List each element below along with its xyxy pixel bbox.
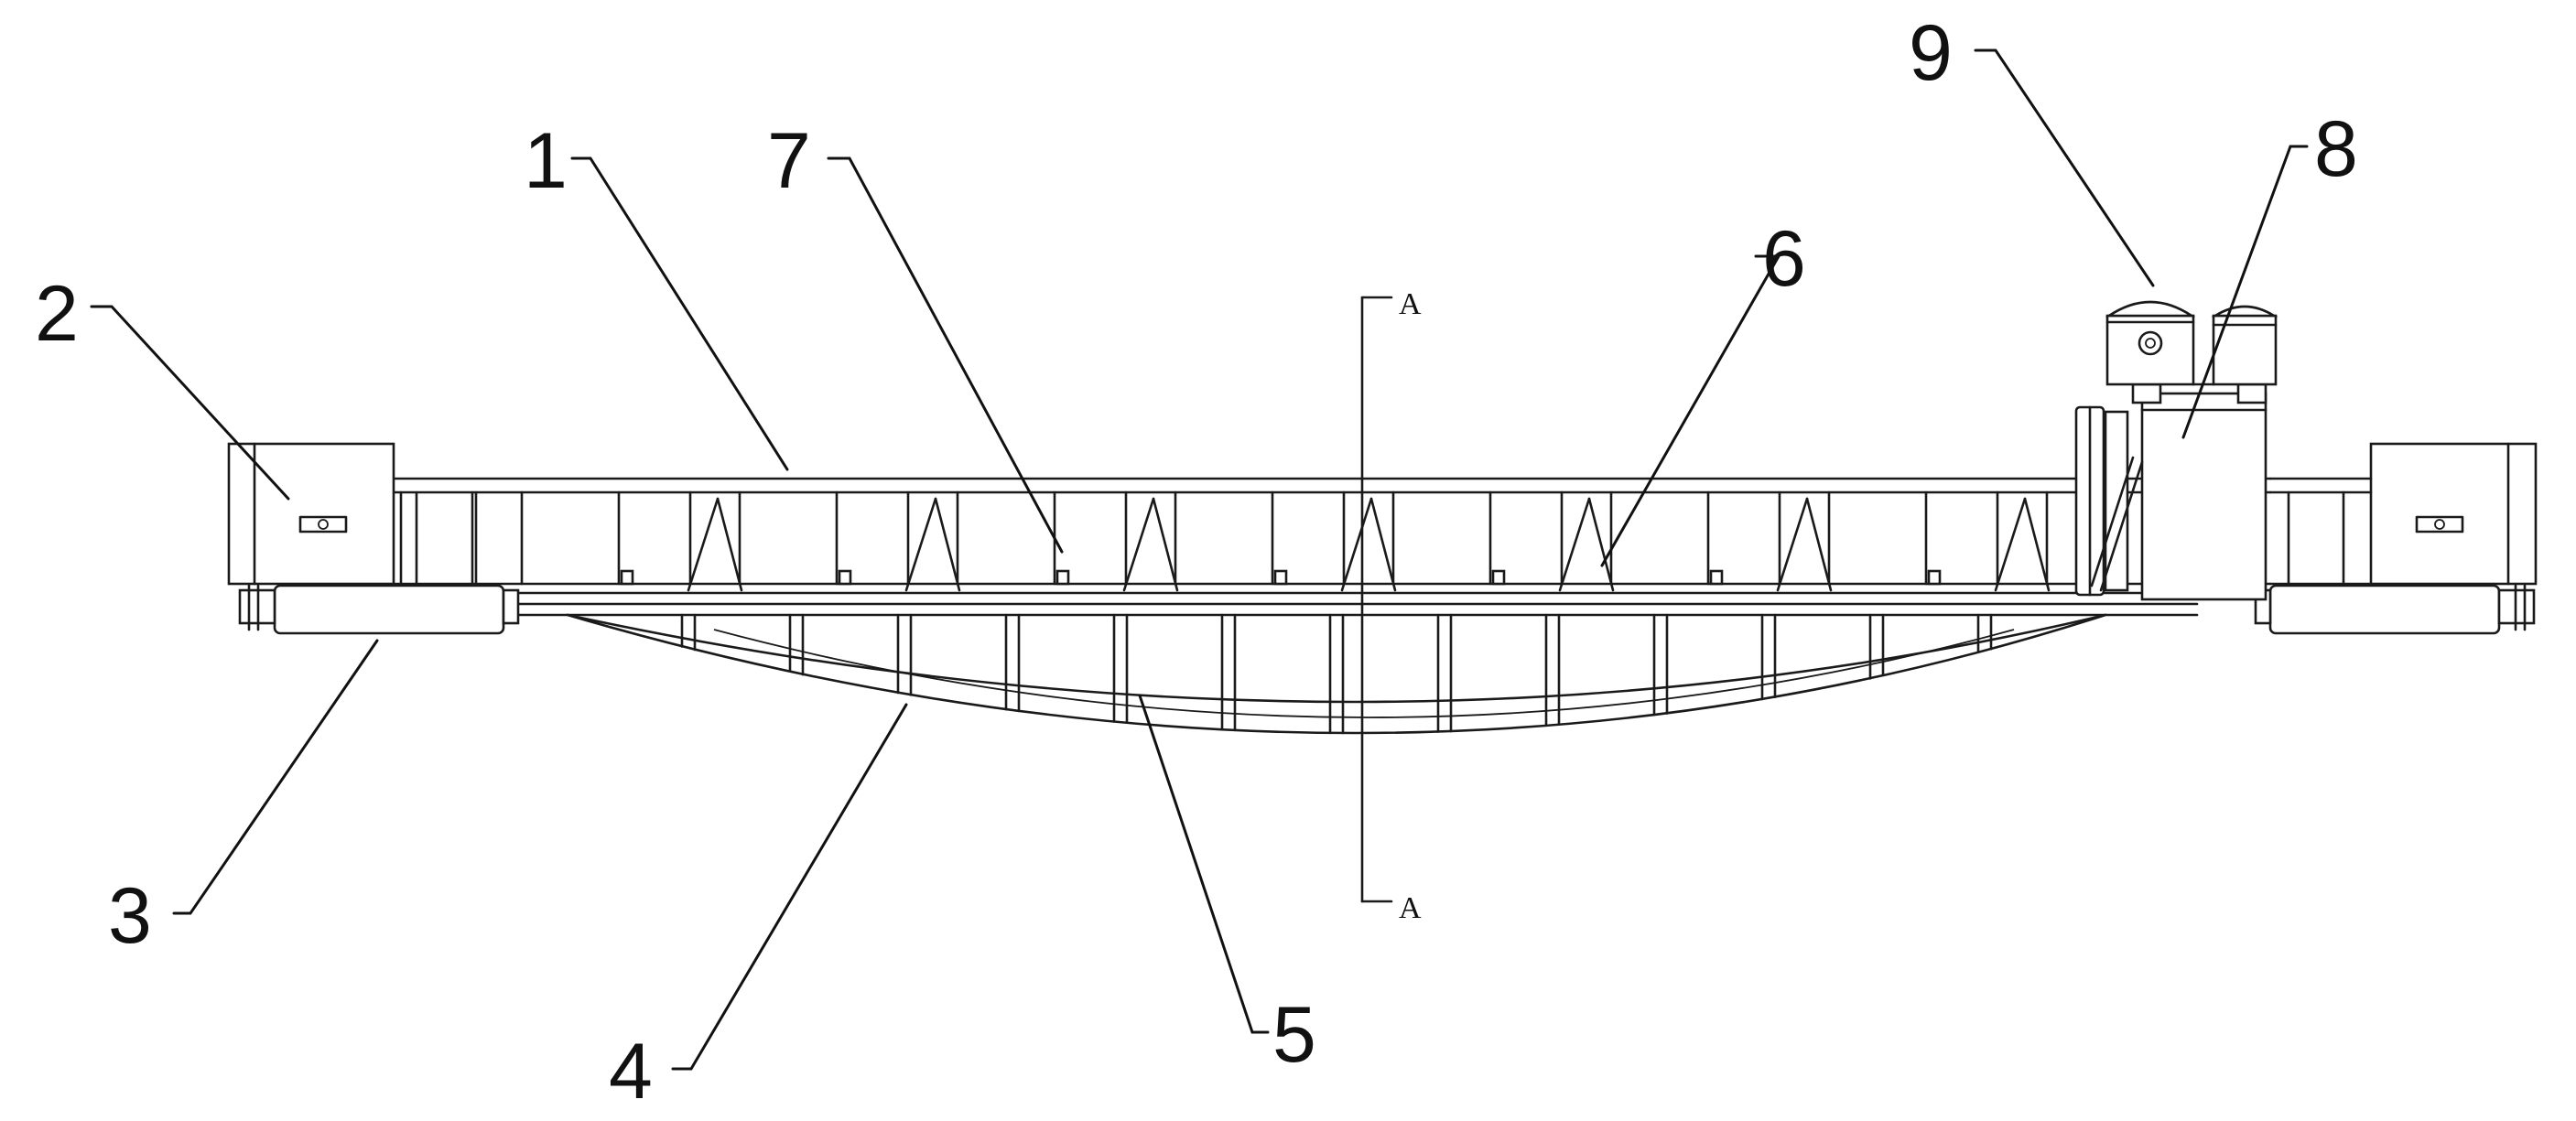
- truss-diagonal: [716, 497, 743, 592]
- rail-stud: [1491, 569, 1506, 586]
- section-label-bottom: A: [1399, 891, 1422, 925]
- truss-diagonal: [1340, 497, 1373, 592]
- drive-unit: [2074, 383, 2268, 601]
- rail-stud: [1709, 569, 1724, 586]
- arch-verticals: [680, 613, 1993, 735]
- left-end-carriage: [227, 442, 520, 635]
- truss-diagonal: [687, 497, 720, 592]
- truss-diagonal: [1122, 497, 1155, 592]
- rail-studs: [620, 569, 1942, 586]
- rail-stud: [1273, 569, 1288, 586]
- rail-stud: [1927, 569, 1942, 586]
- rail-stud: [1055, 569, 1070, 586]
- truss-diagonal: [1994, 497, 2027, 592]
- truss-diagonal: [1558, 497, 1591, 592]
- truss-diagonals: [687, 497, 2051, 592]
- rail-stud: [620, 569, 634, 586]
- part-label-6: 6: [1762, 215, 1806, 303]
- truss-diagonal: [1369, 497, 1397, 592]
- truss-diagonal: [1152, 497, 1179, 592]
- leader-lines: [90, 49, 2309, 1071]
- motor-assembly: [2105, 300, 2278, 386]
- part-label-1: 1: [524, 117, 568, 205]
- curved-bottom-chord: [566, 613, 2107, 735]
- truss-diagonal: [2023, 497, 2051, 592]
- part-label-8: 8: [2314, 105, 2358, 193]
- truss-diagonal: [904, 497, 937, 592]
- section-line: A A: [1360, 287, 1422, 925]
- part-label-9: 9: [1909, 9, 1953, 97]
- part-label-4: 4: [609, 1028, 653, 1116]
- part-label-2: 2: [35, 270, 79, 358]
- truss-diagonal: [1776, 497, 1809, 592]
- part-label-3: 3: [108, 872, 152, 960]
- truss-verticals: [399, 490, 2049, 586]
- section-label-top: A: [1399, 287, 1422, 321]
- truss-diagonal: [934, 497, 961, 592]
- rail-stud: [838, 569, 852, 586]
- part-label-5: 5: [1272, 991, 1316, 1079]
- right-end-carriage: [2254, 442, 2538, 635]
- truss-diagonal: [1805, 497, 1833, 592]
- truss-diagonal: [1587, 497, 1615, 592]
- truss-girder: [273, 477, 2272, 617]
- part-label-7: 7: [767, 117, 811, 205]
- part-labels: 1 2 3 4 5 6 7 8 9: [35, 9, 2358, 1116]
